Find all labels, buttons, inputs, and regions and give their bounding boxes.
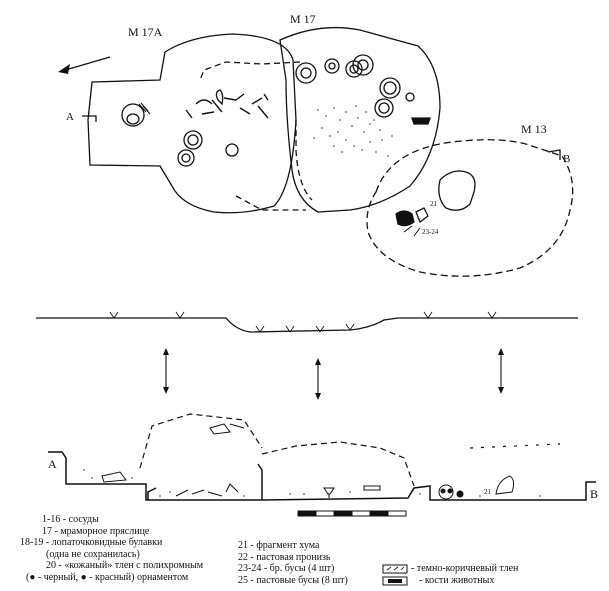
- vessel-group-m17a: [177, 89, 239, 167]
- legend-line: 23-24 - бр. бусы (4 шт): [238, 563, 335, 574]
- vertical-arrows: [163, 348, 504, 400]
- legend-line: 25 - пастовые бусы (8 шт): [238, 574, 348, 586]
- boundary-m17-m17a: [295, 120, 313, 201]
- label-m17: М 17: [290, 12, 316, 26]
- vessel-hatched-m17a: [121, 102, 151, 127]
- boundary-m17a-lower: [235, 195, 306, 211]
- legend-middle: 21 - фрагмент хума 22 - пастовая пронизь…: [238, 540, 348, 586]
- find-number-21-section: 21: [484, 488, 492, 496]
- section-view: [48, 413, 596, 501]
- legend-symbol-bones: [382, 576, 408, 586]
- label-a-plan: А: [66, 111, 74, 123]
- label-m13: М 13: [521, 122, 547, 136]
- legend-right: - темно-коричневый тлен - кости животных: [411, 563, 518, 586]
- label-b-section: В: [590, 487, 598, 501]
- legend-line: - темно-коричневый тлен: [411, 563, 519, 574]
- plan-view: [58, 26, 574, 277]
- vessel-group-m17: [295, 54, 431, 125]
- section-stipple: [83, 469, 541, 497]
- legend-line: 22 - пастовая пронизь: [238, 551, 331, 563]
- legend-line: (● - черный, ● - красный) орнаментом: [26, 571, 189, 583]
- legend-line: 17 - мраморное пряслице: [42, 525, 150, 537]
- label-a-section: А: [48, 457, 57, 471]
- arrow-right: [498, 348, 504, 394]
- section-finds: [101, 423, 515, 500]
- grave-outline-m17a: [87, 33, 297, 214]
- ground-surface: [36, 311, 578, 333]
- arrow-middle: [315, 358, 321, 400]
- section-tick-b: [547, 149, 561, 160]
- legend-line: (одна не сохранилась): [46, 548, 140, 560]
- finds-m13: [395, 170, 476, 237]
- legend-line: 20 - «кожаный» тлен с полихромным: [46, 560, 204, 571]
- section-profile: [48, 451, 596, 501]
- find-number-21-plan: 21: [430, 200, 438, 208]
- boundary-m17a-inner: [199, 61, 301, 81]
- scale-bar: [297, 510, 407, 517]
- bone-scatter-m17a: [185, 93, 269, 119]
- find-number-23-24: 23-24: [422, 228, 439, 236]
- label-b-plan: В: [563, 153, 570, 165]
- legend-left: 1-16 - сосуды 17 - мраморное пряслице 18…: [20, 514, 203, 583]
- grave-outline-m13: [366, 139, 574, 277]
- legend-symbol-tlen: [382, 564, 408, 574]
- grave-outline-m17: [279, 26, 441, 213]
- direction-arrow: [58, 56, 111, 74]
- legend-line: 18-19 - лопаточковидные булавки: [20, 537, 163, 548]
- arrow-left: [163, 348, 169, 394]
- label-m17a: М 17А: [128, 25, 163, 39]
- legend-line: 1-16 - сосуды: [42, 514, 99, 525]
- legend-line: 21 - фрагмент хума: [238, 540, 320, 551]
- stipple-area-m17: [313, 105, 393, 157]
- legend-line: - кости животных: [419, 574, 495, 586]
- section-tick-a: [82, 115, 97, 122]
